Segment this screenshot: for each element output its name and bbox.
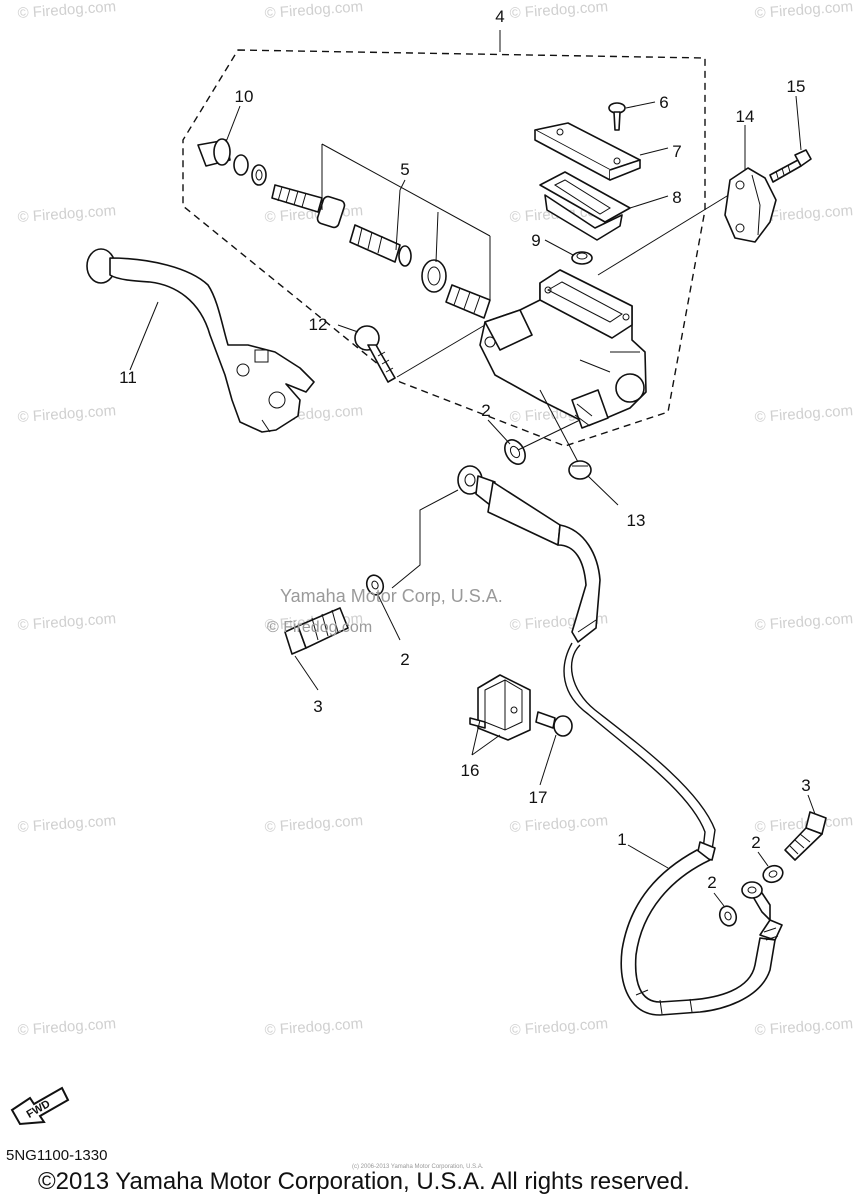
part-17-bolt: [535, 711, 573, 737]
leader-17: [539, 734, 557, 786]
watermark-text: © Firedog.com: [754, 812, 854, 836]
part-2-washer-middle: [365, 574, 385, 596]
copyright-text: ©2013 Yamaha Motor Corporation, U.S.A. A…: [38, 1168, 690, 1195]
label-9: 9: [531, 231, 540, 250]
part-16-hose-holder: [469, 674, 531, 741]
part-7-cap: [534, 122, 641, 181]
label-6: 6: [659, 93, 668, 112]
master-cylinder-assembly-outline: [182, 49, 706, 447]
leader-12: [337, 324, 359, 333]
label-5: 5: [400, 160, 409, 179]
watermark-text: © Firedog.com: [17, 1015, 117, 1039]
label-2-upper: 2: [481, 401, 490, 420]
leader-7: [639, 147, 669, 156]
part-8-diaphragm: [539, 171, 631, 241]
watermark-text: © Firedog.com: [17, 402, 117, 426]
part-15-bolt: [769, 149, 812, 183]
center-watermark: Yamaha Motor Corp, U.S.A.: [280, 586, 503, 606]
watermark-text: © Firedog.com: [509, 812, 609, 836]
part-1-brake-hose: [457, 465, 783, 1016]
watermark-text: © Firedog.com: [17, 812, 117, 836]
label-8: 8: [672, 188, 681, 207]
part-2-washer-lower: [718, 905, 738, 927]
watermark-text: © Firedog.com: [17, 610, 117, 634]
leader-3b: [807, 794, 816, 815]
leader-2c: [757, 851, 769, 867]
master-cylinder-body: [479, 269, 647, 429]
part-5-piston-kit: [271, 184, 491, 319]
center-watermark-site: © Firedog.com: [267, 619, 372, 636]
leader-3a: [294, 655, 319, 691]
label-13: 13: [627, 511, 646, 530]
label-16: 16: [461, 761, 480, 780]
leader-8: [629, 195, 669, 209]
part-13-cap: [568, 460, 592, 480]
forward-arrow-icon: FWD: [10, 1086, 70, 1126]
leader-2a-b: [517, 419, 581, 451]
label-2-middle: 2: [400, 650, 409, 669]
part-12-pivot-bolt: [354, 325, 396, 383]
part-14-clamp: [724, 167, 777, 243]
watermark-text: © Firedog.com: [754, 0, 854, 22]
leader-14-line: [597, 184, 746, 276]
watermark-text: © Firedog.com: [509, 0, 609, 22]
leader-6: [625, 101, 656, 109]
part-11-lever: [86, 248, 315, 433]
watermark-text: © Firedog.com: [264, 1015, 364, 1039]
label-11: 11: [119, 368, 137, 387]
label-3-right: 3: [801, 776, 810, 795]
leader-11: [129, 301, 159, 371]
label-12: 12: [309, 315, 328, 334]
watermark-text: © Firedog.com: [754, 202, 854, 226]
leader-12b: [396, 324, 486, 378]
leader-13: [587, 475, 619, 506]
watermark-text: © Firedog.com: [754, 610, 854, 634]
leader-10: [225, 105, 241, 143]
leader-9: [544, 239, 574, 256]
leader-3a-path: [391, 489, 459, 589]
leader-5: [321, 143, 491, 300]
watermark-text: © Firedog.com: [264, 0, 364, 22]
leader-5b: [399, 179, 406, 191]
label-3-left: 3: [313, 697, 322, 716]
label-15: 15: [787, 77, 806, 96]
part-10-plug: [197, 138, 267, 186]
watermark-text: © Firedog.com: [754, 1015, 854, 1039]
part-3-union-bolt-right: [784, 811, 827, 861]
label-2-right: 2: [751, 833, 760, 852]
leader-2a: [487, 419, 511, 445]
leader-16: [471, 719, 501, 756]
part-3-union-bolt-left: [284, 607, 349, 655]
part-2-washer-upper: [504, 439, 526, 465]
watermark-text: © Firedog.com: [509, 1015, 609, 1039]
diagram-code: 5NG1100-1330: [6, 1147, 107, 1164]
watermark-grid: © Firedog.com © Firedog.com © Firedog.com ©…: [17, 0, 854, 1039]
label-7: 7: [672, 142, 681, 161]
label-10: 10: [235, 87, 254, 106]
part-6-screw: [608, 102, 626, 131]
label-1: 1: [617, 830, 626, 849]
watermark-text: © Firedog.com: [17, 0, 117, 22]
label-4: 4: [495, 7, 504, 26]
label-14: 14: [736, 107, 755, 126]
leader-2d: [713, 892, 725, 907]
watermark-text: © Firedog.com: [264, 812, 364, 836]
part-9-float: [571, 251, 593, 265]
watermark-text: © Firedog.com: [17, 202, 117, 226]
part-2-washer-right: [762, 864, 784, 884]
small-print: (c) 2006-2013 Yamaha Motor Corporation, …: [352, 1164, 484, 1170]
leader-1: [627, 844, 669, 869]
leader-2b: [377, 594, 401, 641]
watermark-text: © Firedog.com: [754, 402, 854, 426]
leader-13b: [539, 389, 579, 463]
leader-15: [795, 95, 802, 151]
label-2-lower: 2: [707, 873, 716, 892]
label-17: 17: [529, 788, 548, 807]
